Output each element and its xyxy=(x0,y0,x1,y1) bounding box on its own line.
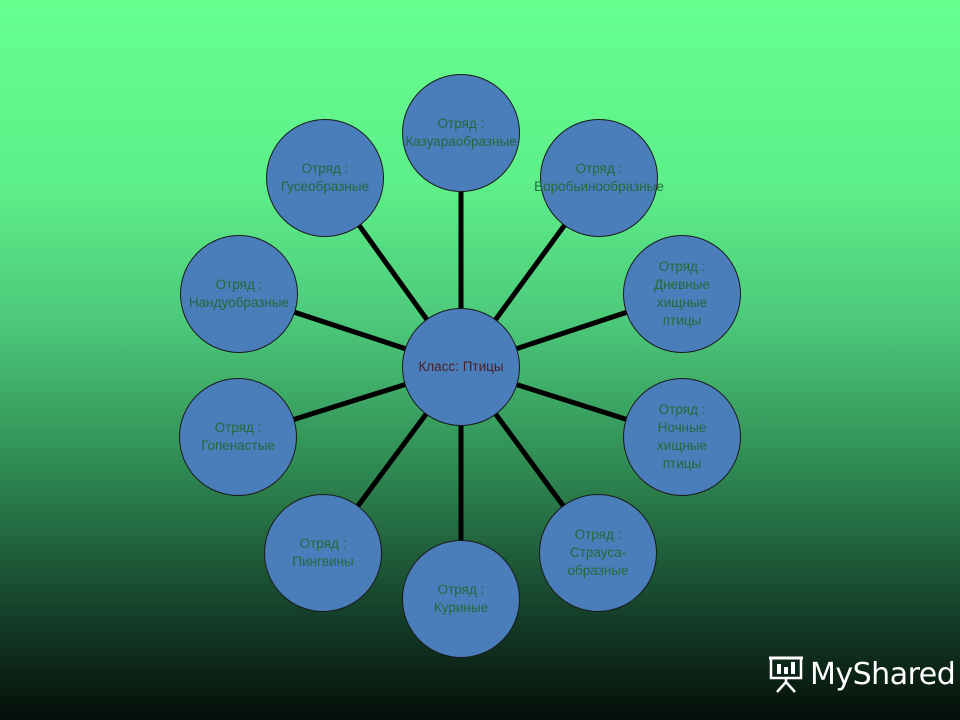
node-label: Отряд : Дневные хищные птицы xyxy=(654,259,710,328)
node-guseobraznye: Отряд : Гусеобразные xyxy=(266,119,384,237)
center-node-label: Класс: Птицы xyxy=(418,359,504,375)
node-nanduobraznye: Отряд : Нандуобразные xyxy=(180,235,298,353)
node-label: Отряд : Пингвины xyxy=(292,536,354,569)
node-label: Отряд : Казуараобразные xyxy=(405,116,517,149)
node-label: Отряд : Ночные хищные птицы xyxy=(656,402,708,471)
node-gopenastye: Отряд : Гопенастые xyxy=(179,378,297,496)
node-label: Отряд : Гусеобразные xyxy=(280,161,370,194)
node-label: Отряд : Воробьинообразные xyxy=(534,161,664,194)
node-kazuaraobraznye: Отряд : Казуараобразные xyxy=(402,74,520,192)
node-vorobinoobraznye: Отряд : Воробьинообразные xyxy=(534,119,664,237)
node-label: Отряд : Нандуобразные xyxy=(188,277,290,310)
node-label: Отряд : Гопенастые xyxy=(201,420,275,453)
center-node: Класс: Птицы xyxy=(402,308,520,426)
node-dnevnye-khishchnye: Отряд : Дневные хищные птицы xyxy=(623,235,741,353)
myshared-logo: MyShared xyxy=(768,654,956,694)
logo-text: MyShared xyxy=(810,656,956,692)
node-pingviny: Отряд : Пингвины xyxy=(264,494,382,612)
node-strausoobraznye: Отряд : Страуса- образные xyxy=(539,494,657,612)
node-nochnye-khishchnye: Отряд : Ночные хищные птицы xyxy=(623,378,741,496)
node-label: Отряд : Куриные xyxy=(433,582,489,615)
node-label: Отряд : Страуса- образные xyxy=(567,527,629,578)
presentation-board-icon xyxy=(769,656,803,693)
node-kurinye: Отряд : Куриные xyxy=(402,540,520,658)
